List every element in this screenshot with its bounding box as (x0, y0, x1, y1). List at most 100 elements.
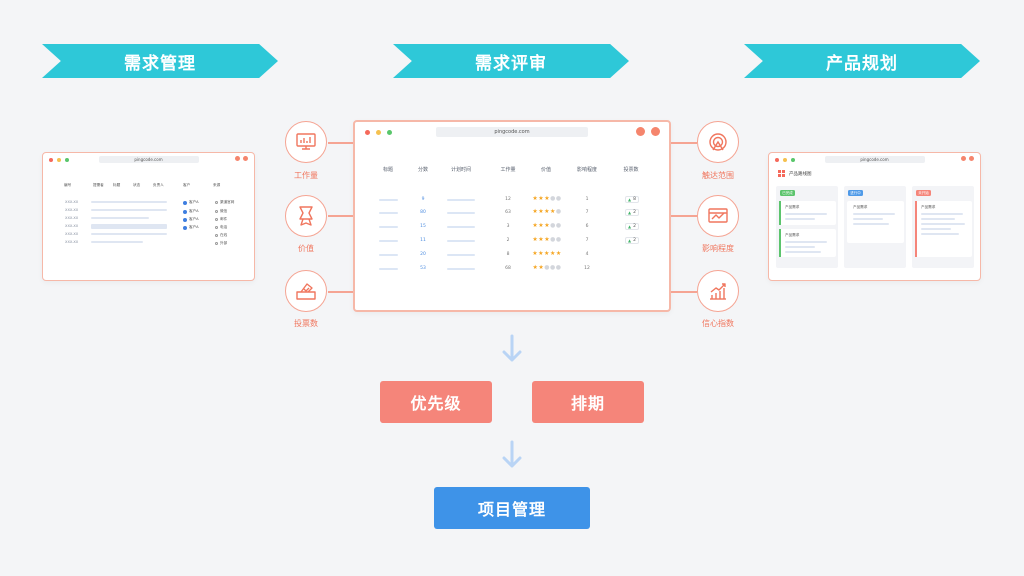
source-icon (215, 226, 218, 229)
customer-name: 客户A (189, 217, 199, 221)
value-stars: ★★★★★ (532, 250, 562, 257)
date-placeholder (447, 199, 475, 201)
column-header: 状态 (133, 183, 141, 187)
title-placeholder (379, 268, 398, 270)
source-name: 邮件 (220, 217, 228, 221)
criteria-label: 价值 (298, 244, 314, 253)
source-name: 微信 (220, 209, 228, 213)
customer-name: 客户A (189, 200, 199, 204)
criteria-label: 工作量 (294, 171, 318, 180)
column-header: 影响程度 (576, 167, 598, 173)
vote-count: ▲2 (625, 209, 639, 216)
avatar (183, 217, 187, 222)
impact: 1 (585, 197, 589, 202)
vote-arrow-icon: ▲ (628, 210, 632, 215)
window-controls (365, 130, 392, 135)
source-item: 电话 (215, 225, 227, 230)
column-header: 标题 (113, 183, 121, 187)
row-id: XXX-XX (65, 216, 79, 220)
title-placeholder (379, 226, 398, 228)
window-actions (636, 127, 660, 136)
score: 15 (420, 224, 426, 229)
workload: 8 (506, 252, 510, 257)
criteria-label: 信心指数 (702, 319, 734, 328)
score: 11 (420, 238, 426, 243)
workload: 2 (506, 238, 510, 243)
connector-line (328, 215, 353, 217)
column-header: 分数 (417, 167, 429, 173)
window-controls (49, 158, 69, 162)
score: 9 (421, 197, 425, 202)
criteria-label: 影响程度 (702, 244, 734, 253)
avatar (183, 225, 187, 230)
column-header: 投票数 (623, 167, 639, 173)
title-placeholder (379, 199, 398, 201)
value-stars: ★★★●● (532, 222, 562, 229)
award-ribbon-icon (285, 195, 327, 237)
arrow-down-icon (502, 334, 522, 362)
stage-label: 产品规划 (826, 53, 898, 74)
browser-bar: pingcode.com (769, 153, 980, 167)
workload: 12 (505, 197, 511, 202)
impact: 4 (585, 252, 589, 257)
column-header: 客户 (183, 183, 191, 187)
url-bar: pingcode.com (824, 156, 925, 163)
customer-badge: 客户A (183, 200, 199, 205)
source-item: 外部 (215, 241, 227, 246)
row-id: XXX-XX (65, 224, 79, 228)
connector-line (328, 291, 353, 293)
connector-line (328, 142, 353, 144)
impact: 12 (584, 266, 590, 271)
roadmap-card: 产品需求 (779, 201, 836, 225)
connector-line (671, 291, 697, 293)
source-icon (215, 210, 218, 213)
placeholder-line (91, 217, 149, 219)
browser-bar: pingcode.com (43, 153, 254, 167)
window-actions (235, 156, 248, 161)
source-name: 外部 (220, 241, 228, 245)
source-name: 在线 (220, 233, 228, 237)
trend-up-icon (697, 270, 739, 312)
title-placeholder (379, 212, 398, 214)
customer-name: 客户A (189, 225, 199, 229)
window-actions (961, 156, 974, 161)
value-stars: ★★●●● (532, 264, 562, 271)
browser-bar: pingcode.com (355, 122, 669, 142)
monitor-chart-icon (285, 121, 327, 163)
avatar (183, 200, 187, 205)
workload: 63 (505, 210, 511, 215)
column-header: 价值 (540, 167, 552, 173)
title-placeholder (379, 240, 398, 242)
source-item: 邮件 (215, 217, 227, 222)
card-title: 产品需求 (921, 205, 936, 209)
source-name: 电话 (220, 225, 228, 229)
vote-count: ▲8 (625, 196, 639, 203)
stage-label: 需求评审 (475, 53, 547, 74)
impact: 7 (585, 238, 589, 243)
vote-arrow-icon: ▲ (628, 197, 632, 202)
value-stars: ★★★★● (532, 208, 562, 215)
source-name: 渠道官网 (220, 200, 235, 204)
date-placeholder (447, 254, 475, 256)
customer-badge: 客户A (183, 209, 199, 214)
impact-chart-icon (697, 195, 739, 237)
schedule-step: 排期 (532, 381, 644, 423)
url-bar: pingcode.com (98, 156, 199, 163)
source-icon (215, 218, 218, 221)
roadmap-card: 产品需求 (847, 201, 904, 243)
stage-requirements-management: 需求管理 (42, 44, 278, 78)
source-item: 渠道官网 (215, 200, 234, 205)
value-stars: ★★★●● (532, 236, 562, 243)
impact: 7 (585, 210, 589, 215)
status-tag-done: 已完成 (780, 190, 795, 196)
date-placeholder (447, 268, 475, 270)
vote-number: 2 (633, 210, 636, 215)
row-id: XXX-XX (65, 240, 79, 244)
priority-step: 优先级 (380, 381, 492, 423)
card-title: 产品需求 (785, 233, 800, 237)
score: 53 (420, 266, 426, 271)
stage-label: 需求管理 (124, 53, 196, 74)
workload: 68 (505, 266, 511, 271)
placeholder-line (91, 201, 167, 203)
roadmap-card: 产品需求 (779, 229, 836, 257)
